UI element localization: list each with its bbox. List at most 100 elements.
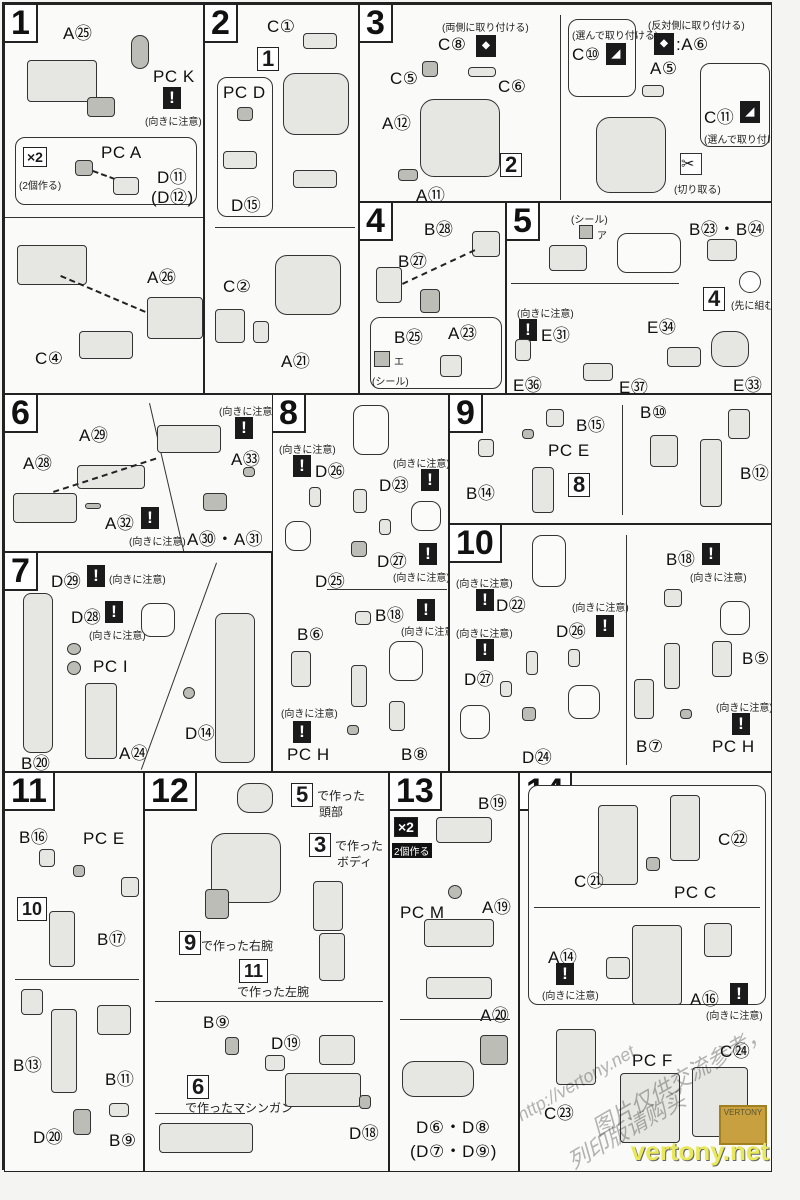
- caution-icon: !: [596, 615, 614, 637]
- divider: [155, 1113, 245, 1114]
- part-shape: [67, 643, 81, 655]
- part-shape: [353, 489, 367, 513]
- part-label: B⑨: [203, 1013, 231, 1032]
- part-shape: [376, 267, 402, 303]
- ref-note: 頭部: [319, 805, 344, 819]
- part-label: B⑧: [401, 745, 429, 764]
- step-number: 4: [360, 203, 393, 241]
- opposite-side-icon: ◆: [654, 33, 674, 55]
- detail-bubble: [720, 601, 750, 635]
- step-reference: 10: [17, 897, 48, 921]
- caution-icon: !: [556, 963, 574, 985]
- sticker-note: (シール): [571, 215, 608, 226]
- divider: [534, 907, 760, 908]
- step-reference: 2: [500, 153, 523, 177]
- part-shape: [147, 297, 203, 339]
- detail-bubble: [411, 501, 441, 531]
- part-shape: [237, 107, 253, 121]
- part-label: D㉖: [556, 622, 587, 641]
- part-shape: [632, 925, 682, 1005]
- multiplier-note: 2個作る: [392, 843, 432, 858]
- part-label: A⑭: [548, 948, 578, 967]
- part-shape: [472, 231, 500, 257]
- part-shape: [17, 245, 87, 285]
- part-shape: [23, 593, 53, 753]
- part-label: C㉑: [574, 872, 605, 891]
- sub-assembly-bubble: [370, 317, 502, 389]
- part-label: PC F: [632, 1051, 673, 1070]
- step-reference: 9: [179, 931, 202, 955]
- part-shape: [646, 857, 660, 871]
- detail-bubble: [389, 641, 423, 681]
- part-shape: [426, 977, 492, 999]
- part-shape: [704, 923, 732, 957]
- part-label: A㉚・A㉛: [187, 530, 264, 549]
- ref-note: で作った右腕: [201, 939, 274, 953]
- part-shape: [237, 783, 273, 813]
- step-reference: 11: [239, 959, 269, 983]
- part-label: B⑫: [740, 464, 770, 483]
- brand-logo: VERTONY: [719, 1105, 767, 1145]
- part-label: D⑮: [231, 196, 262, 215]
- divider: [622, 405, 623, 515]
- part-label: A㉖: [147, 268, 177, 287]
- part-shape: [13, 493, 77, 523]
- part-label: B⑳: [21, 754, 51, 772]
- detail-bubble: [460, 705, 490, 739]
- part-shape: [183, 687, 195, 699]
- instruction-note: (反対側に取り付ける): [648, 21, 745, 32]
- part-label: D㉒: [496, 596, 527, 615]
- divider: [560, 15, 561, 200]
- caution-note: (向きに注意): [281, 709, 338, 720]
- caution-icon: !: [730, 983, 748, 1005]
- caution-note: (向きに注意): [279, 445, 336, 456]
- divider: [5, 217, 203, 218]
- step-12-panel: 12 5 で作った 頭部 3 で作った ボディ 9 で作った右腕 11 で作った…: [144, 772, 389, 1172]
- part-shape: [583, 363, 613, 381]
- instruction-note: (選んで取り付ける): [704, 135, 771, 146]
- caution-icon: !: [702, 543, 720, 565]
- part-shape: [67, 661, 81, 675]
- part-label: A⑯: [690, 990, 720, 1009]
- step-8-panel: 8 (向きに注意) ! D㉖ (向きに注意) D㉓ ! D㉗ ! (向きに注意)…: [272, 394, 449, 772]
- part-shape: [355, 611, 371, 625]
- detail-bubble: [141, 603, 175, 637]
- part-label: C⑪: [704, 108, 735, 127]
- part-shape: [49, 911, 75, 967]
- part-shape: [351, 665, 367, 707]
- step-5-panel: 5 (シール) ア B㉓・B㉔ (先に組む) 4 (向きに注意) ! E㉛ E㉞…: [506, 202, 772, 394]
- caution-icon: !: [419, 543, 437, 565]
- part-shape: [27, 60, 97, 102]
- part-shape: [225, 1037, 239, 1055]
- part-label: B⑪: [105, 1070, 135, 1089]
- part-shape: [422, 61, 438, 77]
- caution-icon: !: [519, 319, 537, 341]
- part-shape: [285, 1073, 361, 1107]
- step-10-panel: 10 (向きに注意) ! D㉒ (向きに注意) D㉖ ! (向きに注意) ! D…: [449, 524, 772, 772]
- part-label: B⑤: [742, 649, 770, 668]
- part-label: D㉓: [379, 476, 410, 495]
- part-shape: [515, 339, 531, 361]
- caution-note: (向きに注意): [572, 603, 629, 614]
- part-label: B㉕: [394, 328, 424, 347]
- part-shape: [351, 541, 367, 557]
- part-shape: [420, 99, 500, 177]
- caution-note: (向きに注意): [690, 573, 747, 584]
- detail-bubble: [532, 535, 566, 587]
- caution-note: (向きに注意): [145, 117, 202, 128]
- part-shape: [313, 881, 343, 931]
- part-shape: [522, 429, 534, 439]
- divider: [215, 227, 355, 228]
- part-label: PC D: [223, 83, 266, 102]
- part-label: B⑦: [636, 737, 664, 756]
- step-2-panel: 2 C① 1 PC D D⑮ C② A㉑: [204, 4, 359, 394]
- part-label: PC E: [548, 441, 590, 460]
- part-shape: [265, 1055, 285, 1071]
- caution-note: (向きに注意): [716, 703, 772, 714]
- caution-note: (向きに注意): [456, 579, 513, 590]
- step-number: 13: [390, 773, 442, 811]
- caution-note: (向きに注意): [542, 991, 599, 1002]
- part-label: A㉓: [448, 324, 478, 343]
- part-shape: [402, 1061, 474, 1097]
- part-label: PC E: [83, 829, 125, 848]
